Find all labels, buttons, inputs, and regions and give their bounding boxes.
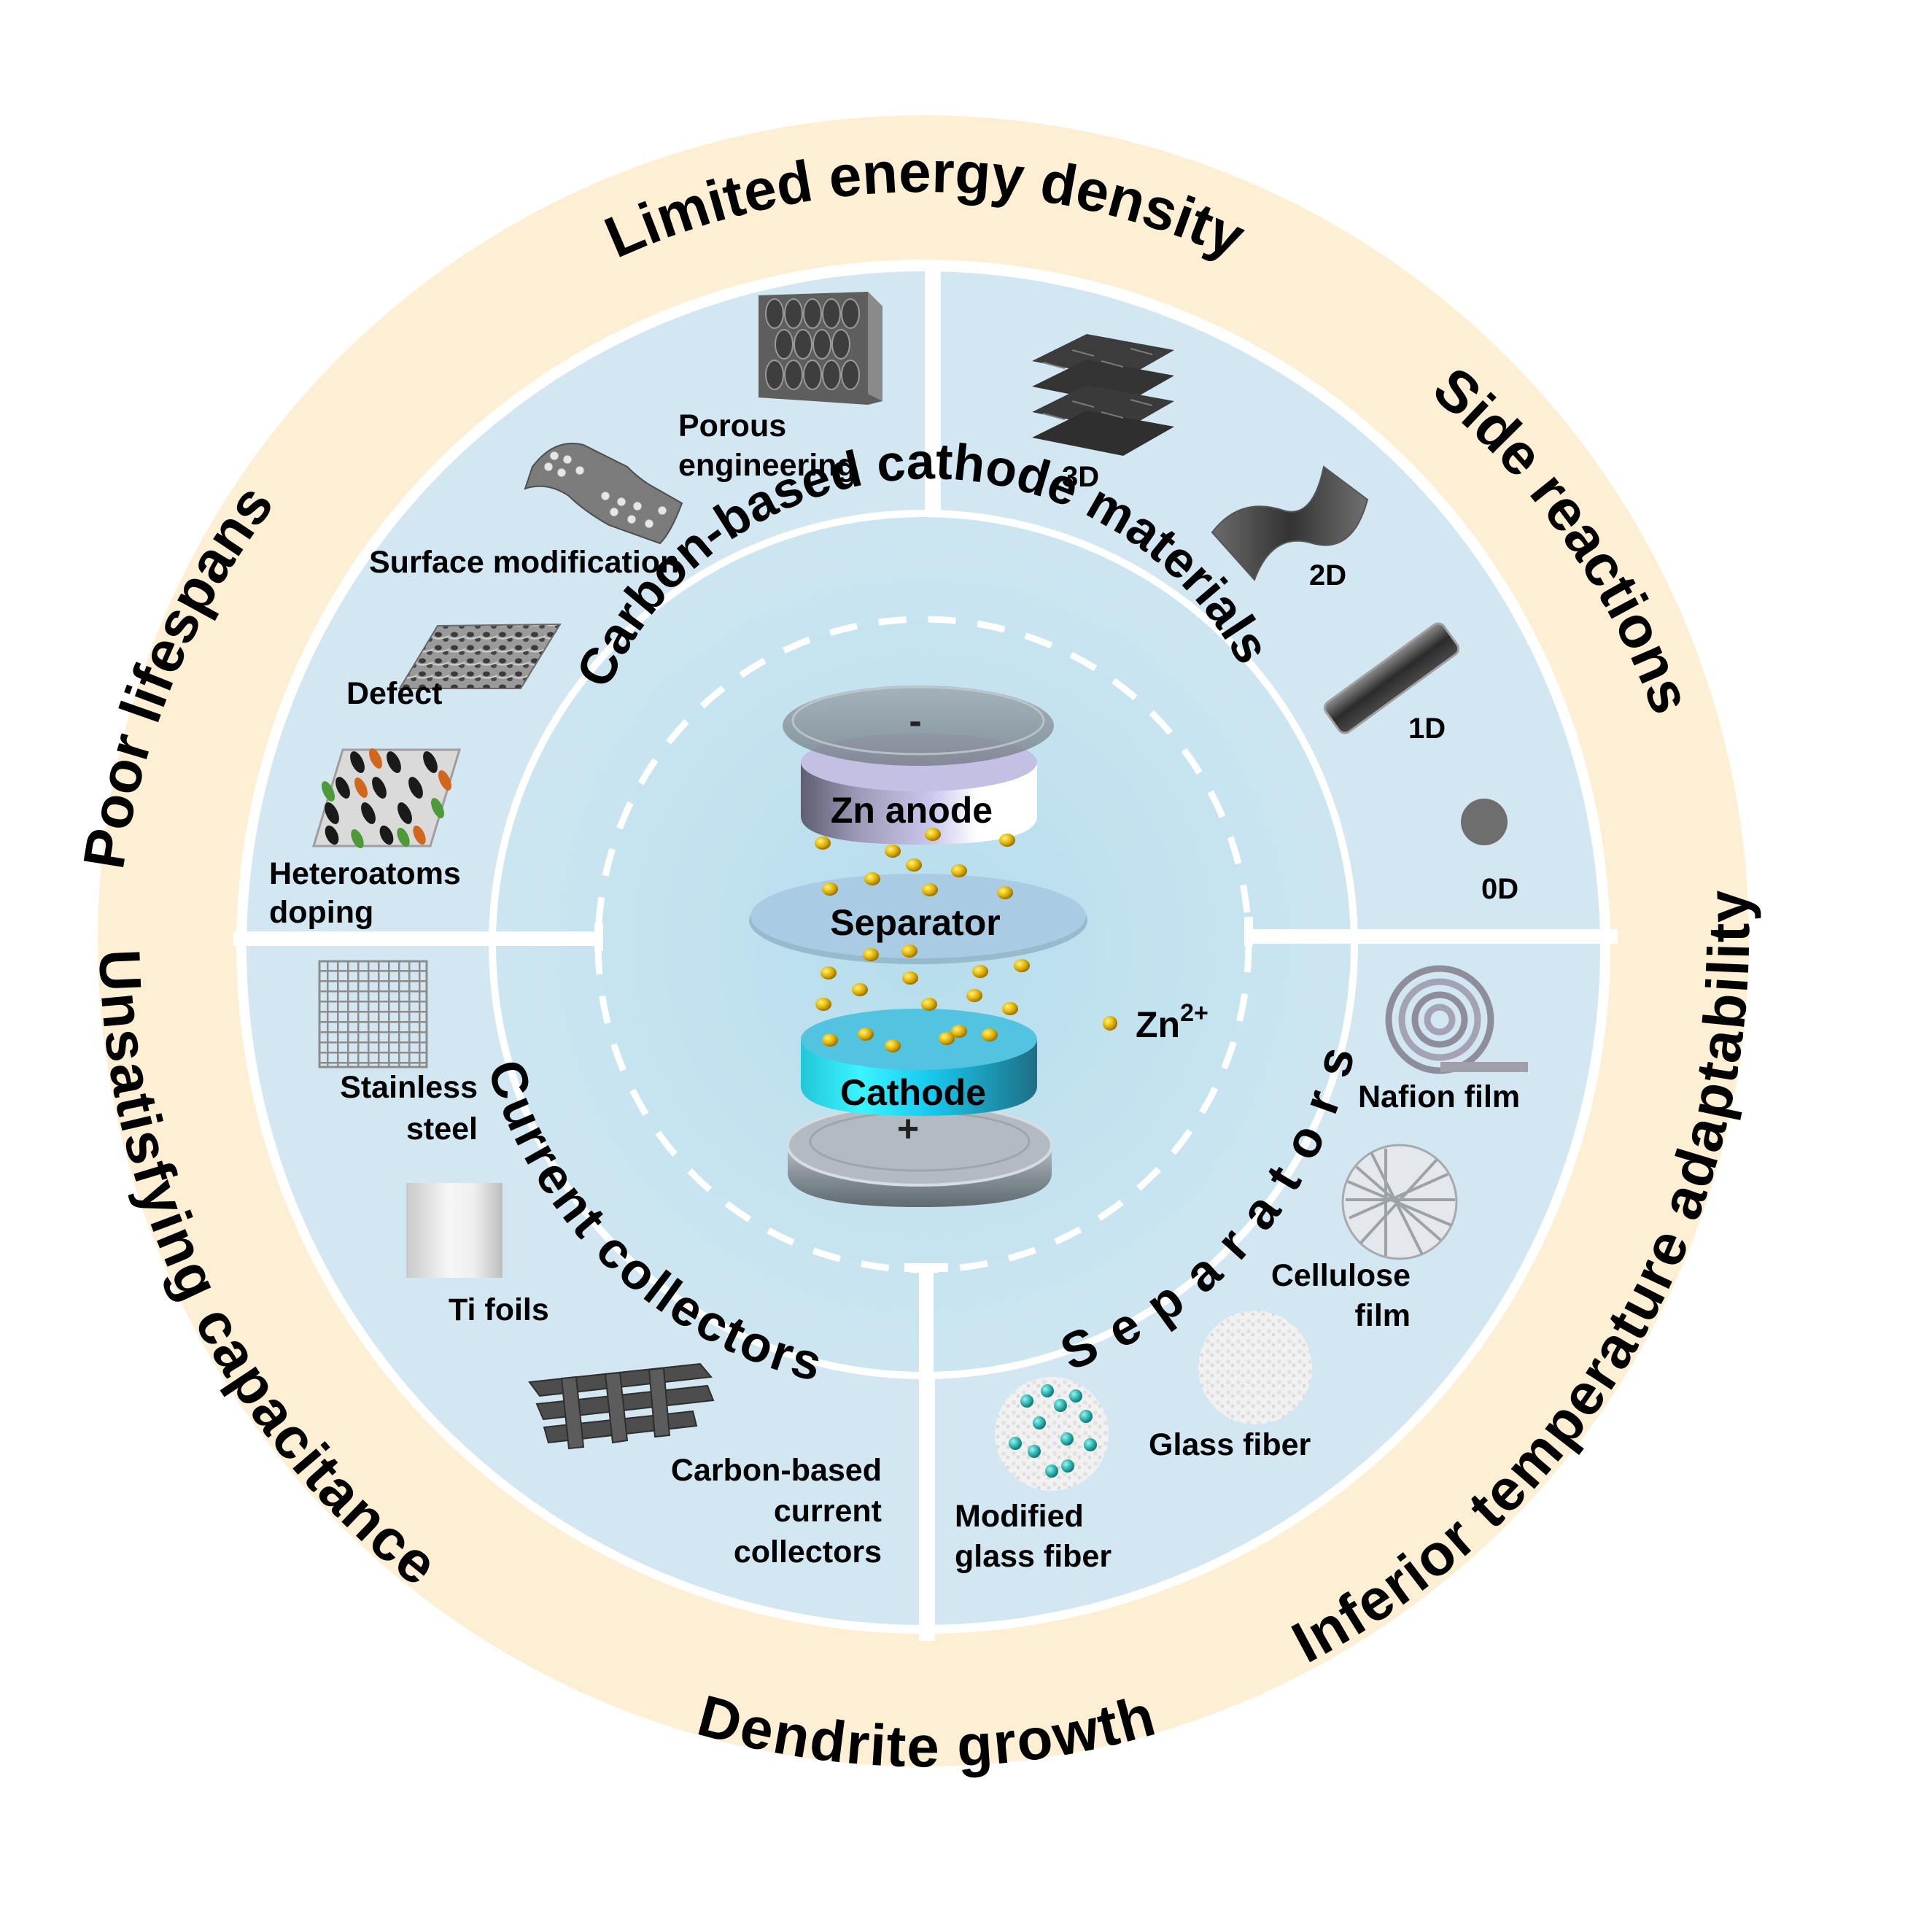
zn-ion — [852, 983, 868, 996]
label-ti-foils: Ti foils — [449, 1292, 549, 1327]
cathode-cap — [786, 1103, 1053, 1207]
label-engineering: engineering — [678, 448, 856, 483]
label-cellulose-film: film — [1355, 1298, 1411, 1333]
divider-left-tick — [594, 923, 603, 951]
ion-legend-charge: 2+ — [1180, 999, 1209, 1027]
zn-ion — [1002, 1002, 1018, 1015]
cathode-cylinder — [801, 1009, 1037, 1116]
zn-ion — [822, 1033, 838, 1047]
zn-ion — [858, 1028, 874, 1041]
cellulose-film-icon — [1341, 1144, 1458, 1260]
zn-ion — [902, 971, 918, 985]
label-0d: 0D — [1481, 873, 1518, 905]
label-zn-anode: Zn anode — [831, 790, 993, 831]
zn-ion — [820, 966, 837, 979]
1d-rod-icon — [1323, 622, 1460, 734]
zn-ion — [815, 998, 831, 1011]
surface-modification-icon — [524, 443, 683, 545]
label-steel: steel — [406, 1112, 478, 1147]
modified-glass-fiber-icon — [995, 1377, 1109, 1491]
zn-ion — [966, 989, 982, 1002]
porous-engineering-icon — [759, 292, 882, 405]
label-modified-glass-fiber: glass fiber — [955, 1539, 1112, 1574]
ion-legend: Zn2+ — [1103, 999, 1209, 1045]
zn-ion — [815, 837, 831, 850]
anode-cap — [783, 686, 1054, 766]
0d-dot-icon — [1461, 799, 1508, 845]
zn-ion — [1014, 959, 1030, 972]
zn-ion — [885, 845, 901, 858]
zn-ion — [922, 883, 938, 896]
divider-bottom-inner — [919, 1266, 934, 1383]
zn-ion — [901, 944, 917, 958]
label-cathode: Cathode — [840, 1072, 986, 1113]
zn-ion — [906, 858, 922, 872]
3d-structure-icon — [1032, 334, 1174, 456]
zn-ion — [939, 1032, 955, 1045]
carbon-cloth-icon — [528, 1362, 715, 1450]
label-heteroatoms: Heteroatoms — [269, 856, 461, 891]
label-nafion-film: Nafion film — [1358, 1079, 1520, 1114]
zn-ion — [863, 948, 879, 961]
anode-sign: - — [909, 700, 921, 742]
label-separator: Separator — [830, 902, 1000, 943]
zn-ion — [951, 864, 967, 877]
cathode-sign: + — [897, 1108, 919, 1150]
label-collectors: collectors — [734, 1535, 882, 1570]
label-defect: Defect — [346, 676, 442, 711]
label-cellulose: Cellulose — [1271, 1258, 1411, 1293]
zn-ion — [997, 886, 1013, 899]
defect-icon — [398, 623, 562, 689]
label-porous: Porous — [678, 408, 786, 443]
divider-left-inner — [493, 931, 599, 946]
ion-legend-dot — [1103, 1016, 1117, 1031]
zn-ion — [921, 998, 937, 1011]
2d-sheet-icon — [1211, 465, 1369, 581]
ti-foil-icon — [406, 1183, 503, 1278]
zn-ion — [999, 834, 1015, 847]
nafion-film-icon — [1385, 965, 1528, 1074]
label-surface-modification: Surface modification — [369, 545, 679, 580]
zn-ion — [822, 882, 838, 896]
stainless-steel-mesh-icon — [318, 960, 428, 1068]
ion-legend-label: Zn2+ — [1136, 999, 1209, 1045]
dashed-circle — [594, 616, 1252, 1273]
label-stainless: Stainless — [340, 1070, 478, 1105]
label-current: current — [774, 1494, 882, 1529]
label-carbon-based: Carbon-based — [671, 1453, 882, 1488]
label-glass-fiber: Glass fiber — [1149, 1427, 1311, 1462]
glass-fiber-icon — [1198, 1311, 1312, 1424]
ion-legend-base: Zn — [1136, 1004, 1180, 1045]
label-3d: 3D — [1062, 461, 1099, 493]
zn-ion — [972, 965, 988, 978]
zn-ion — [925, 828, 941, 841]
label-2d: 2D — [1309, 559, 1346, 591]
zn-ion — [885, 1039, 901, 1052]
divider-top — [925, 263, 941, 525]
zn-ion — [982, 1028, 998, 1041]
zn-ion — [864, 872, 880, 885]
label-1d: 1D — [1408, 713, 1446, 745]
heteroatoms-doping-icon — [311, 748, 462, 849]
zn-ion — [951, 1025, 967, 1038]
zn-ions — [815, 828, 1030, 1052]
divider-right-inner — [1249, 929, 1358, 944]
label-modified: Modified — [955, 1499, 1084, 1534]
label-doping: doping — [269, 895, 373, 930]
battery-stack — [749, 686, 1087, 1207]
